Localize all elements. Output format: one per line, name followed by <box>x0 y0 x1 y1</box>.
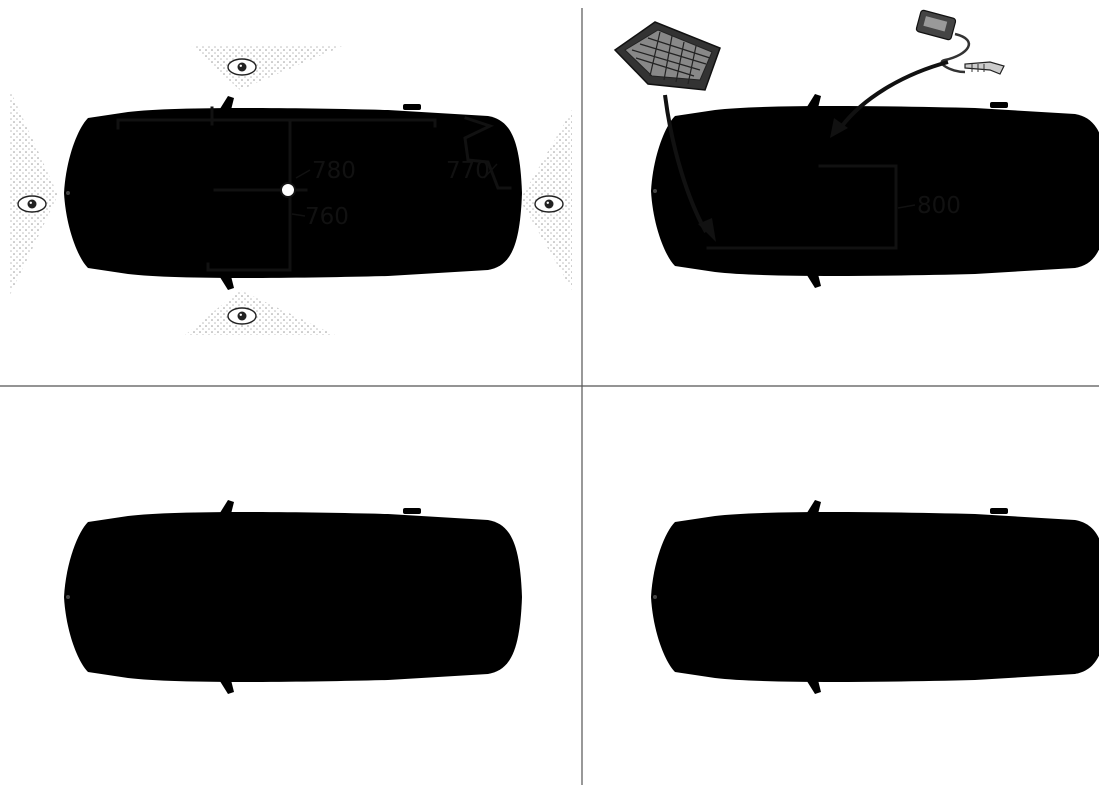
arrow-1-head <box>698 218 716 242</box>
leader-760 <box>291 213 306 217</box>
leader-800 <box>897 204 916 209</box>
left-eye-icon <box>17 195 47 213</box>
line-800 <box>706 164 898 250</box>
arrow-1-shaft <box>663 94 708 233</box>
control-unit-icon <box>613 21 721 91</box>
bottom-view-cone <box>185 290 335 335</box>
junction-ring <box>280 182 296 198</box>
car-outline-4 <box>651 500 1099 694</box>
arrow-2-shaft <box>840 60 949 128</box>
sensor-icon <box>915 9 1005 75</box>
right-eye-icon <box>534 195 564 213</box>
line-780-top <box>288 118 437 128</box>
leader-770 <box>483 163 498 179</box>
panel-top-right: 800 <box>613 9 1099 288</box>
bottom-eye-icon <box>227 307 257 325</box>
leader-780 <box>295 169 311 179</box>
left-view-cone <box>10 90 58 295</box>
arrow-2-head <box>830 118 848 138</box>
label-770: 770 <box>446 158 490 184</box>
panel-top-left: 780 760 770 <box>10 45 572 335</box>
label-760: 760 <box>305 204 349 230</box>
top-eye-icon <box>227 58 257 76</box>
label-800: 800 <box>917 193 961 219</box>
car-outline-2 <box>651 94 1099 288</box>
label-780: 780 <box>312 158 356 184</box>
line-770 <box>463 116 512 190</box>
car-outline-3 <box>64 500 522 694</box>
top-view-cone <box>190 45 345 90</box>
